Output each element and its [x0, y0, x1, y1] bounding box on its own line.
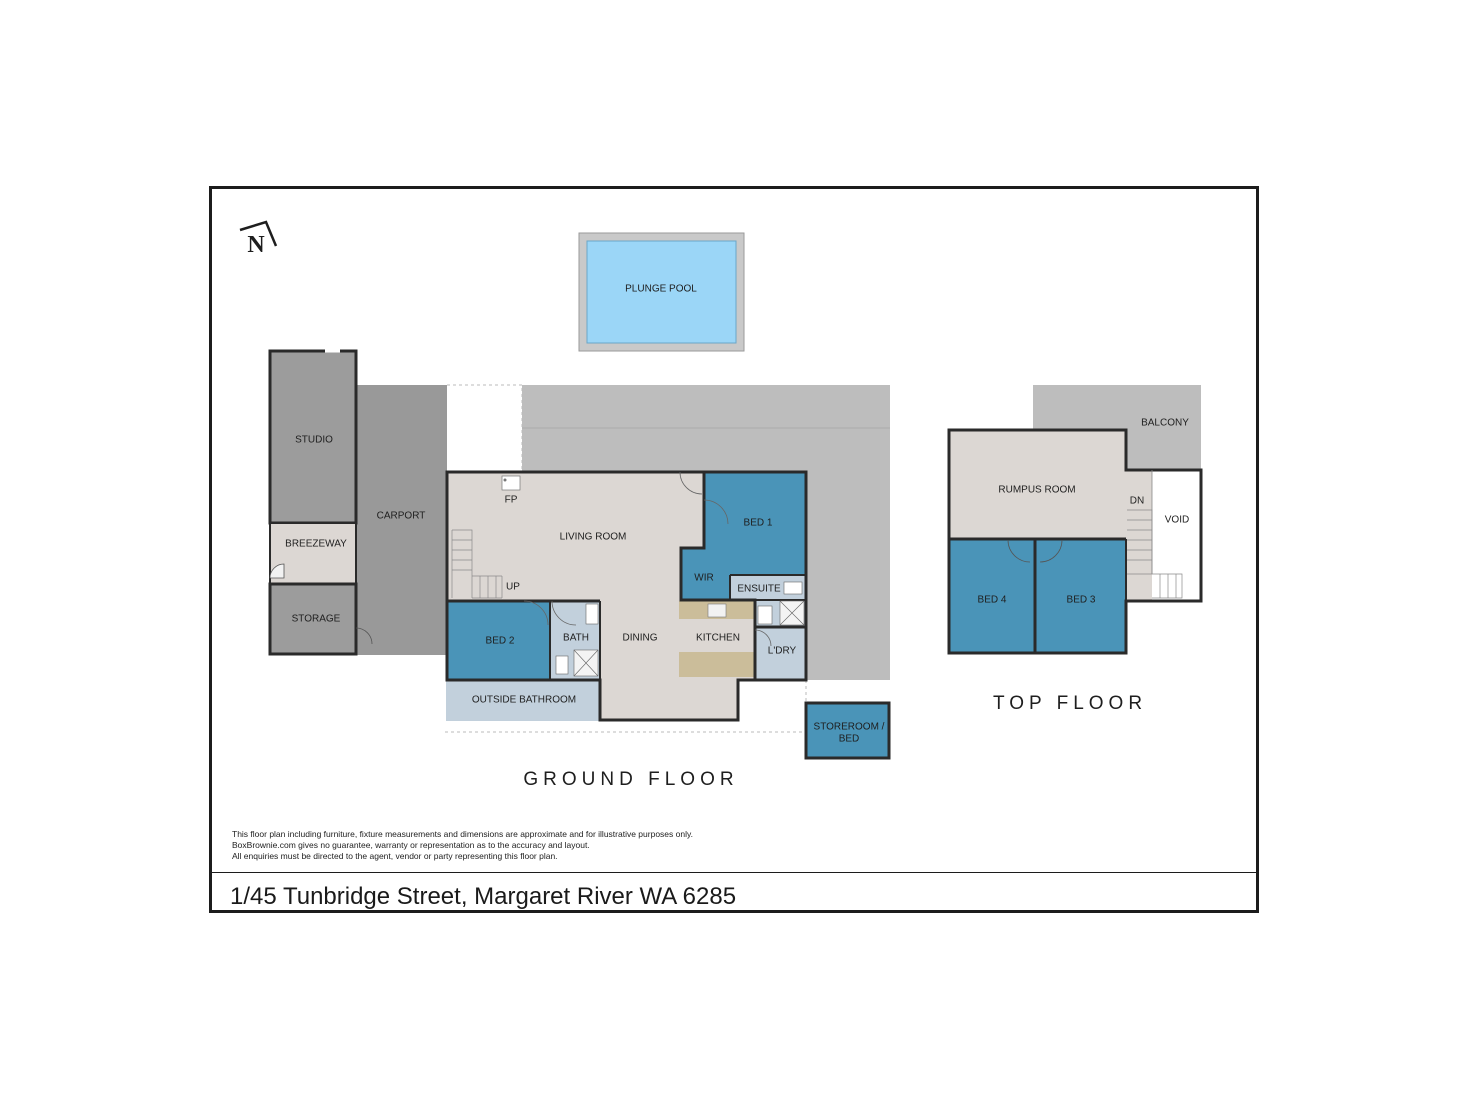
label-outside-bathroom: OUTSIDE BATHROOM [472, 695, 576, 706]
label-storage: STORAGE [292, 614, 341, 625]
ground-floor-title: GROUND FLOOR [523, 769, 738, 790]
label-bed4: BED 4 [978, 595, 1007, 606]
label-storeroom-line1: STOREROOM / [814, 722, 885, 733]
studio-block [268, 349, 373, 656]
plunge-pool [578, 232, 745, 352]
label-living-room: LIVING ROOM [560, 532, 627, 543]
label-up: UP [506, 582, 520, 593]
address-bar [211, 872, 1257, 911]
disclaimer: This floor plan including furniture, fix… [232, 829, 792, 862]
disclaimer-line: BoxBrownie.com gives no guarantee, warra… [232, 840, 590, 850]
compass-letter: N [247, 232, 265, 258]
disclaimer-line: This floor plan including furniture, fix… [232, 829, 693, 839]
top-floor-block [947, 428, 1203, 655]
top-floor-title: TOP FLOOR [993, 693, 1147, 714]
label-carport: CARPORT [377, 511, 426, 522]
label-bed2: BED 2 [486, 636, 515, 647]
property-address: 1/45 Tunbridge Street, Margaret River WA… [230, 883, 737, 910]
label-laundry: L'DRY [768, 646, 797, 657]
label-storeroom-line2: BED [839, 734, 860, 745]
label-ensuite: ENSUITE [737, 584, 781, 595]
label-studio: STUDIO [295, 435, 333, 446]
label-dn: DN [1130, 496, 1144, 507]
label-void: VOID [1165, 515, 1189, 526]
carport-area [357, 385, 447, 655]
disclaimer-line: All enquiries must be directed to the ag… [232, 851, 558, 861]
label-fp: FP [505, 495, 518, 506]
storeroom-block [804, 701, 891, 760]
label-plunge-pool: PLUNGE POOL [625, 284, 697, 295]
label-bath: BATH [563, 633, 589, 644]
label-kitchen: KITCHEN [696, 633, 740, 644]
label-balcony: BALCONY [1141, 418, 1189, 429]
label-dining: DINING [623, 633, 658, 644]
label-rumpus-room: RUMPUS ROOM [998, 485, 1075, 496]
label-breezeway: BREEZEWAY [285, 539, 347, 550]
north-arrow-icon: N [239, 220, 278, 258]
label-bed1: BED 1 [744, 518, 773, 529]
main-house [445, 470, 808, 722]
label-bed3: BED 3 [1067, 595, 1096, 606]
label-wir: WIR [694, 573, 713, 584]
